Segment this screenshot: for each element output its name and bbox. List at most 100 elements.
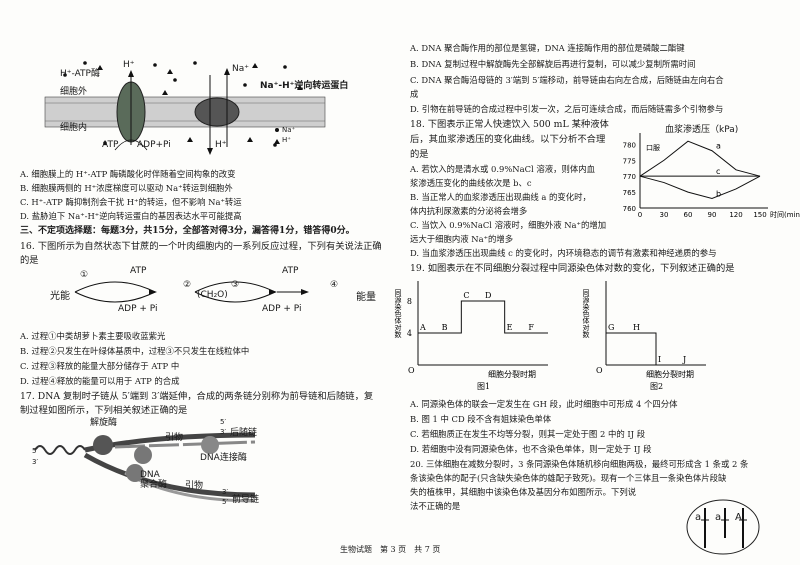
energy-label: 能量 xyxy=(356,292,376,303)
legend-h-label: H⁺ xyxy=(282,136,291,144)
q17-option-b: B. DNA 复制过程中解旋酶先全部解旋后再进行复制，可以减少复制所需时间 xyxy=(410,59,696,69)
q19-option-d: D. 若细胞中没有同源染色体，也不含染色单体，则一定处于 IJ 段 xyxy=(410,444,652,454)
fig-x-label: 细胞分裂时期 xyxy=(646,369,694,379)
page-footer: 生物试题 第 3 页 共 7 页 xyxy=(340,545,441,554)
gene-label-3: A xyxy=(735,512,742,523)
primer-bottom-label: 引物 xyxy=(185,481,204,491)
bp-chart-title: 血浆渗透压（kPa) xyxy=(665,125,739,135)
atp-label: ATP xyxy=(102,140,119,150)
q16-option-b: B. 过程②只发生在叶绿体基质中，过程③不只发生在线粒体中 xyxy=(20,346,250,356)
fig-point-label-I: I xyxy=(658,355,661,364)
q17-stem-line1: 17. DNA 复制时子链从 5′端到 3′端延伸，合成的两条链分别称为前导链和… xyxy=(20,391,374,402)
fig-point-label-A: A xyxy=(419,323,426,332)
bp-x-tick: 0 xyxy=(638,211,642,219)
q18-option-a-cont: 浆渗透压变化的曲线依次是 b、c xyxy=(410,178,532,188)
leading-strand-label: 前导链 xyxy=(232,495,260,505)
q18-line1: 18. 下图表示正常人快速饮入 500 mL 某种液体 xyxy=(410,119,609,130)
lagging-strand-label: 后随链 xyxy=(230,428,258,438)
q17-option-a: A. DNA 聚合酶作用的部位是氢键，DNA 连接酶作用的部位是磷酸二酯键 xyxy=(410,43,685,53)
h-top-label: H⁺ xyxy=(123,60,135,70)
light-energy-label: 光能 xyxy=(50,291,70,302)
bp-drink-label: 口服 xyxy=(646,144,660,152)
legend-h-triangle xyxy=(274,139,280,144)
fig-y-tick: 4 xyxy=(407,329,412,338)
q17-option-d: D. 引物在前导链的合成过程中引发一次，之后可连续合成，而后随链需多个引物参与 xyxy=(410,104,724,114)
bp-x-tick: 150 xyxy=(753,211,766,219)
bp-y-tick: 770 xyxy=(623,173,636,181)
outside-label: 细胞外 xyxy=(60,87,88,97)
five-prime-top: 5′ xyxy=(220,418,227,426)
membrane-bilayer xyxy=(44,96,326,128)
q18-line2: 后，其血浆渗透压的变化曲线。以下分析不合理 xyxy=(410,134,606,145)
process-4-marker: ④ xyxy=(330,280,339,290)
antiporter-protein xyxy=(194,97,240,127)
ion-dots xyxy=(63,61,303,147)
fig-origin: O xyxy=(408,366,415,375)
fig-title: 图2 xyxy=(650,382,663,391)
polymerase-shape-bottom xyxy=(126,464,144,482)
fig-origin: O xyxy=(596,366,603,375)
q19-option-c: C. 若细胞质正在发生不均等分裂，则其一定处于图 2 中的 IJ 段 xyxy=(410,429,646,439)
bp-y-tick: 760 xyxy=(623,205,636,213)
polymerase-shape-top xyxy=(134,446,152,464)
fig-point-label-J: J xyxy=(682,355,686,364)
bp-series-line-b xyxy=(639,175,761,199)
q16-option-a: A. 过程①中类胡萝卜素主要吸收蓝紫光 xyxy=(20,331,166,341)
process-2-marker: ② xyxy=(183,280,192,290)
five-prime-bottom: 5′ xyxy=(222,498,229,506)
q20-line4: 法不正确的是 xyxy=(410,501,461,511)
bp-x-tick: 90 xyxy=(708,211,717,219)
q18-option-b: B. 当正常人的血浆渗透压出现曲线 a 的变化时， xyxy=(410,192,591,202)
three-prime-left: 3′ xyxy=(32,458,39,466)
bp-y-tick: 780 xyxy=(623,141,636,149)
h-atpase-label: H⁺-ATP酶 xyxy=(60,69,100,79)
q18-option-c: C. 当饮入 0.9%NaCl 溶液时，细胞外液 Na⁺的增加 xyxy=(410,220,607,230)
bp-y-tick: 775 xyxy=(623,157,636,165)
fig-point-label-E: E xyxy=(507,323,513,332)
cycle-atp-1: ATP xyxy=(130,266,147,276)
q17-option-c-cont: 成 xyxy=(410,89,419,99)
fig-x-label: 细胞分裂时期 xyxy=(488,369,536,379)
h-bottom-label: H⁺ xyxy=(215,140,227,150)
membrane-transport-diagram xyxy=(44,61,326,155)
helicase-label: 解旋酶 xyxy=(90,418,118,428)
q18-option-b-cont: 体内抗利尿激素的分泌将会增多 xyxy=(410,206,528,216)
adp-pi-label: ADP+Pi xyxy=(137,140,171,150)
fig-y-label: 同源染色体对数 xyxy=(582,289,590,339)
gene-label-2: a xyxy=(715,512,722,523)
antiporter-label: Na⁺-H⁺逆向转运蛋白 xyxy=(260,81,349,91)
q18-option-a: A. 若饮入的是清水或 0.9%NaCl 溶液，则体内血 xyxy=(410,164,596,174)
q15-option-d: D. 盐胁迫下 Na⁺-H⁺逆向转运蛋白的基因表达水平可能提高 xyxy=(20,211,242,221)
q20-line1: 20. 三体细胞在减数分裂时，3 条同源染色体随机移向细胞两极，最终可形成含 1… xyxy=(410,459,749,469)
bp-x-tick: 60 xyxy=(684,211,693,219)
polymerase-label: DNA 聚合酶 xyxy=(140,470,168,490)
q20-line2: 条该染色体的配子(只含缺失染色体的雄配子致死)。现有一个三体且一条染色体片段缺 xyxy=(410,473,727,483)
q16-option-d: D. 过程④释放的能量可以用于 ATP 的合成 xyxy=(20,376,180,386)
q16-stem-line2: 的是 xyxy=(20,255,39,266)
fig-title: 图1 xyxy=(477,382,490,391)
q18-option-d: D. 当血浆渗透压出现曲线 c 的变化时，内环境稳态的调节有激素和神经递质的参与 xyxy=(410,248,717,258)
q17-stem-line2: 制过程如图所示，下列相关叙述正确的是 xyxy=(20,405,188,416)
na-top-label: Na⁺ xyxy=(232,64,249,74)
cycle-atp-2: ATP xyxy=(282,266,299,276)
bp-x-tick: 30 xyxy=(660,211,669,219)
q16-stem-line1: 16. 下图所示为自然状态下甘蔗的一个叶肉细胞内的一系列反应过程，下列有关说法正… xyxy=(20,241,382,252)
five-prime-left: 5′ xyxy=(32,447,39,455)
three-prime-bottom: 3′ xyxy=(222,488,229,496)
dna-replication-diagram xyxy=(34,432,256,503)
bp-series-label-a: a xyxy=(716,142,721,151)
q15-option-c: C. H⁺-ATP 酶抑制剂会干扰 H⁺的转运，但不影响 Na⁺转运 xyxy=(20,197,242,207)
fig-y-label: 同源染色体对数 xyxy=(394,289,402,339)
q15-option-b: B. 细胞膜两侧的 H⁺浓度梯度可以驱动 Na⁺转运到细胞外 xyxy=(20,183,233,193)
bp-x-label: 时间(min) xyxy=(770,210,800,219)
q16-option-c: C. 过程③释放的能量大部分储存于 ATP 中 xyxy=(20,361,180,371)
gene-label-1: a xyxy=(695,512,702,523)
three-prime-top: 3′ xyxy=(220,428,227,436)
q18-line3: 的是 xyxy=(410,149,429,160)
bp-series-line-a xyxy=(639,140,761,177)
fig-y-tick: 8 xyxy=(407,297,412,306)
section-3-heading: 三、不定项选择题：每题3分，共15分，全部答对得3分，漏答得1分，错答得0分。 xyxy=(20,226,355,236)
